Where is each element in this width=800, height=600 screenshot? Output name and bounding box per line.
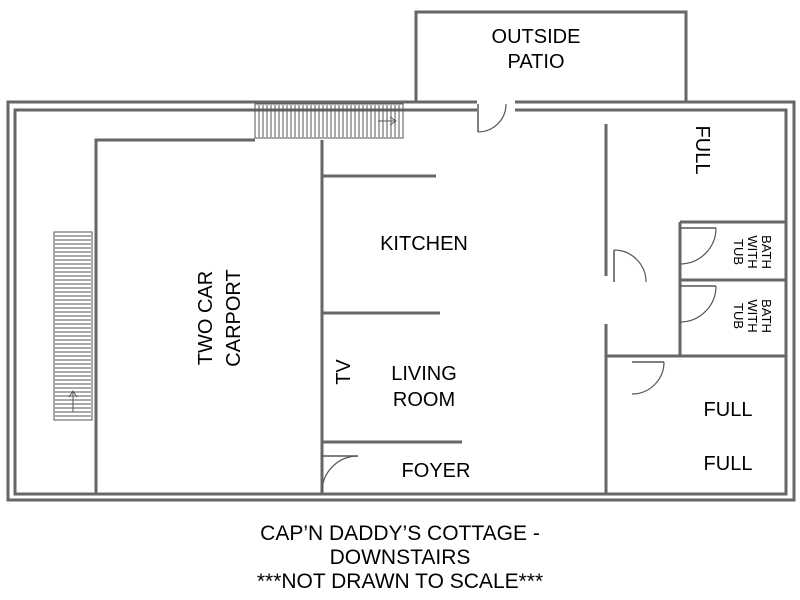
stair-arrow-head [68,390,78,398]
patio-label-line1: OUTSIDE [492,26,581,48]
left-stairs [53,231,93,421]
living-room-label-line1: LIVING [391,363,457,385]
foyer-entry-door [321,455,359,493]
carport-label-line2: CARPORT [223,269,245,366]
kitchen-label: KITCHEN [380,233,468,255]
inner-wall [13,108,788,496]
door-swing-arc [631,361,665,395]
bath-top-label-line1: BATH [759,235,774,269]
patio-door [477,103,507,133]
full-bottom-label-1: FULL [704,399,753,421]
door-swing-arc [477,103,507,133]
bath-top-door [679,227,717,265]
full-bottom-label-2: FULL [704,453,753,475]
bath-bottom-label-line3: TUB [731,303,746,329]
door-swing-arc [321,455,359,493]
caption-line2: DOWNSTAIRS [330,546,471,569]
top-stairs [254,103,404,139]
door-swing-arc [613,249,647,283]
foyer-label: FOYER [402,460,471,482]
tv-label: TV [333,359,355,385]
bedroom-top-door [613,249,647,283]
bedroom-bottom-door [631,361,665,395]
patio-outline [414,10,688,104]
bath-bottom-label-line2: WITH [745,299,760,332]
living-room-label-line2: ROOM [393,389,455,411]
bath-bottom-label-line1: BATH [759,299,774,333]
full-top-label: FULL [691,126,713,175]
stair-arrow-head [389,116,397,126]
bath-top-label-line2: WITH [745,235,760,268]
caption-line1: CAP’N DADDY’S COTTAGE - [260,522,540,545]
carport-label-line1: TWO CAR [195,271,217,365]
door-swing-arc [679,227,717,265]
door-swing-arc [679,285,717,323]
carport-wall [94,138,255,494]
bath-bottom-door [679,285,717,323]
caption-line3: ***NOT DRAWN TO SCALE*** [257,570,543,593]
patio-door-gap [477,100,515,112]
patio-label-line2: PATIO [507,51,564,73]
bath-top-label-line3: TUB [731,239,746,265]
